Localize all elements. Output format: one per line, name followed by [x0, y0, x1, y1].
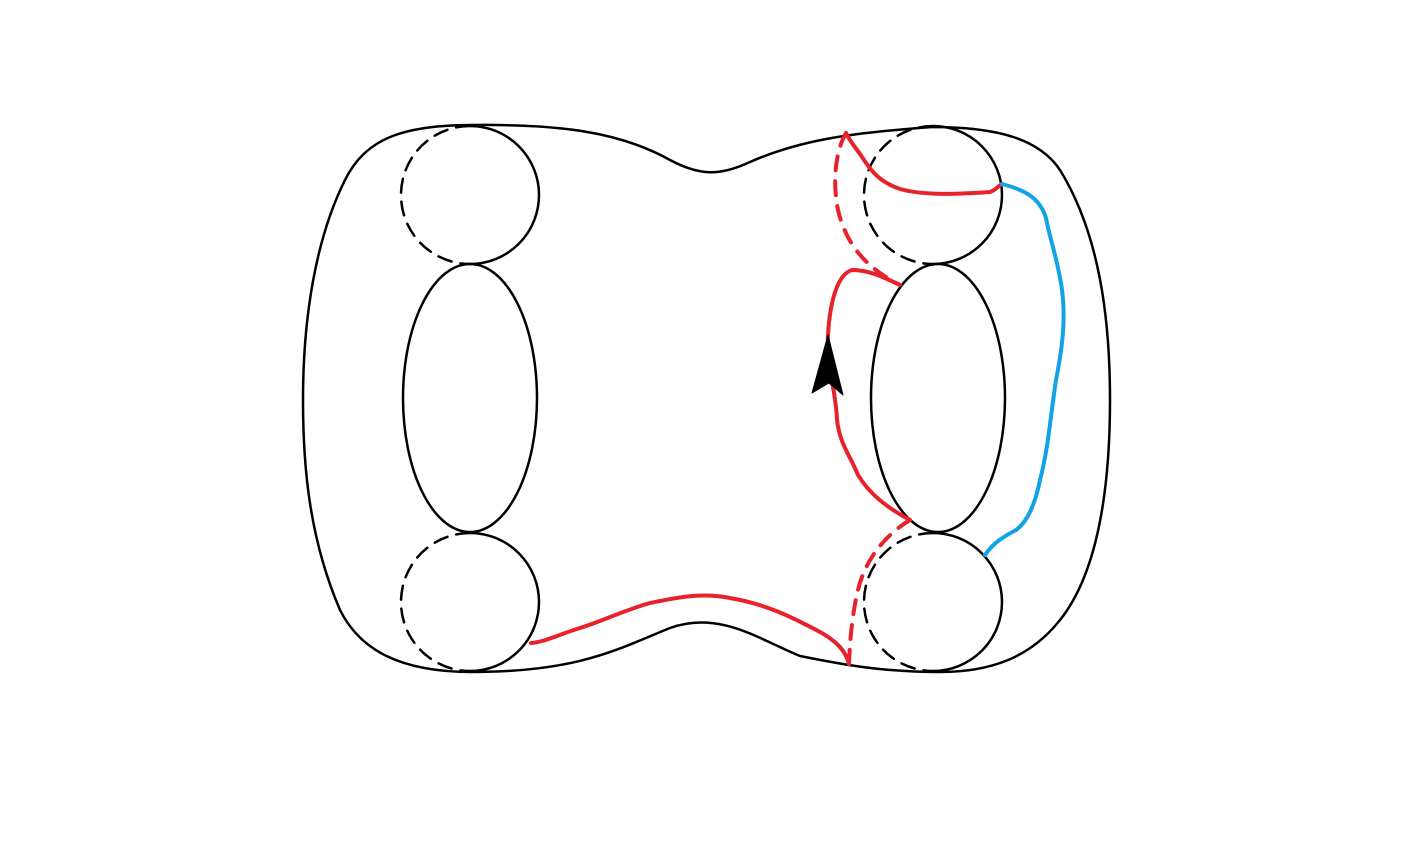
right-lower-circle-dashed: [862, 531, 935, 673]
left-upper-circle-dashed: [399, 124, 472, 266]
right-middle-ellipse: [869, 262, 1007, 534]
left-middle-ellipse: [401, 262, 539, 534]
red-curve-dashed-upper: [833, 131, 902, 287]
left-lower-circle-solid: [468, 531, 541, 673]
right-upper-circle-solid: [931, 124, 1004, 266]
right-lower-circle-solid: [931, 531, 1004, 673]
right-upper-circle-dashed: [862, 124, 935, 266]
orientation-arrow-icon: [811, 334, 844, 396]
left-lower-circle-dashed: [399, 531, 472, 673]
red-curve-lower-segment: [529, 593, 851, 666]
surface-outline: [301, 123, 1112, 674]
red-curve-dashed-lower: [847, 518, 912, 666]
left-upper-circle-solid: [468, 124, 541, 266]
blue-curve: [983, 182, 1066, 557]
red-curve-upper-segment: [844, 131, 1004, 196]
red-curve-loop-segment: [825, 268, 912, 522]
